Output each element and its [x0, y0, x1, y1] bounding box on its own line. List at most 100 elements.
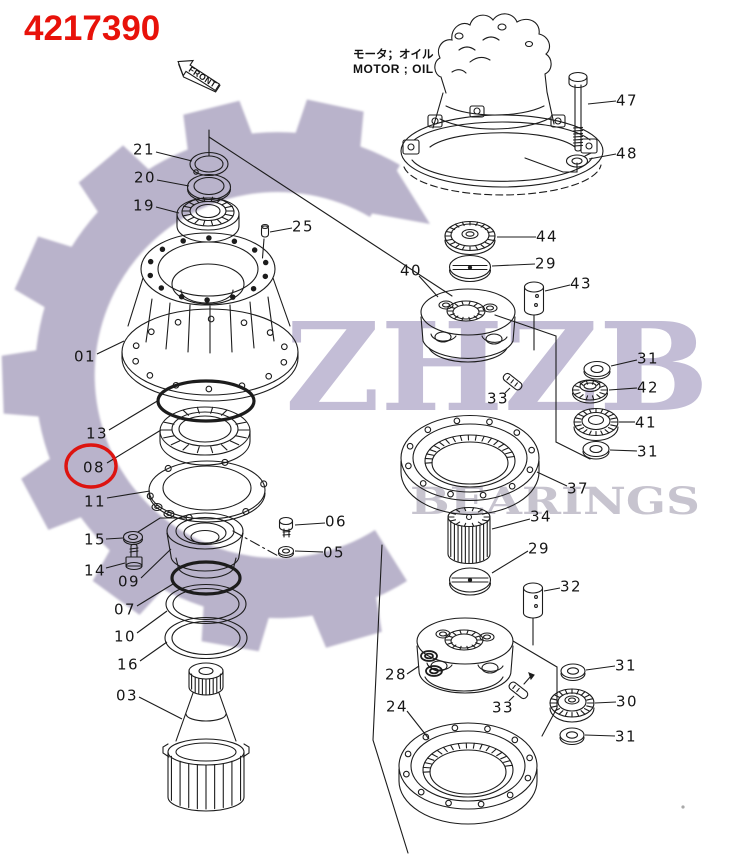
artifact-dot — [681, 805, 685, 809]
part-47-bolt — [568, 71, 588, 152]
highlight-circle-part-08 — [64, 443, 118, 489]
part-callout-29: 29 — [491, 540, 550, 574]
part-label-29: 29 — [535, 255, 557, 273]
part-label-05: 05 — [323, 544, 345, 562]
part-callout-29: 29 — [491, 255, 557, 273]
part-label-25: 25 — [292, 218, 314, 236]
part-callout-21: 21 — [133, 141, 193, 162]
part-callout-19: 19 — [133, 197, 180, 215]
part-label-40: 40 — [400, 262, 422, 280]
part-label-14: 14 — [84, 562, 106, 580]
part-label-48: 48 — [616, 145, 638, 163]
part-callout-42: 42 — [608, 379, 658, 397]
part-label-29: 29 — [528, 540, 550, 558]
pin-direction-arrow — [523, 672, 535, 685]
part-callout-44: 44 — [497, 228, 558, 246]
part-callout-48: 48 — [588, 145, 638, 163]
part-label-33: 33 — [492, 699, 514, 717]
part-callout-05: 05 — [294, 544, 345, 562]
part-label-24: 24 — [386, 698, 408, 716]
part-48-lock-washer — [565, 152, 592, 168]
part-callout-33: 33 — [492, 695, 515, 717]
part-label-30: 30 — [616, 693, 638, 711]
part-callout-13: 13 — [86, 399, 160, 443]
part-label-06: 06 — [325, 513, 347, 531]
part-label-41: 41 — [635, 414, 657, 432]
part-label-21: 21 — [133, 141, 155, 159]
part-29-thrust-plate-lower — [448, 567, 492, 596]
part-32-pin — [522, 582, 544, 646]
part-21-snap-ring — [189, 151, 229, 177]
motor-oil-label-jp: モータ；オイル — [353, 47, 434, 61]
part-label-31: 31 — [615, 657, 637, 675]
part-28-planet-carrier — [416, 617, 514, 694]
part-callout-31: 31 — [610, 350, 659, 368]
part-33-pin-lower — [508, 681, 529, 700]
assembly-guide-left — [372, 544, 409, 854]
part-callout-09: 09 — [118, 548, 172, 591]
front-arrow: FRONT — [177, 59, 221, 93]
part-11-flange-plate — [137, 460, 266, 533]
part-callout-07: 07 — [114, 583, 174, 619]
part-label-34: 34 — [530, 508, 552, 526]
watermark-gear-arrowhead — [364, 166, 430, 224]
part-07-o-ring — [170, 560, 242, 596]
part-callout-03: 03 — [116, 687, 183, 720]
part-motor-assembly — [400, 13, 604, 196]
part-callout-11: 11 — [84, 490, 151, 511]
part-09-seal-carrier — [166, 512, 244, 579]
part-callout-33: 33 — [487, 387, 511, 408]
part-callout-43: 43 — [544, 275, 591, 293]
part-callouts: 21 20 19 25 01 13 08 11 15 14 09 07 10 16 03 06 05 47 48 44… — [74, 92, 659, 746]
part-25-pin — [260, 223, 270, 259]
part-label-31: 31 — [637, 443, 659, 461]
part-callout-47: 47 — [587, 92, 638, 110]
assembly-diagonal-line — [208, 136, 453, 297]
part-callout-34: 34 — [491, 508, 552, 530]
part-callout-25: 25 — [269, 218, 314, 236]
part-label-32: 32 — [560, 578, 582, 596]
part-label-13: 13 — [86, 425, 108, 443]
watermark-gear-logo — [1, 99, 430, 652]
part-callout-10: 10 — [114, 610, 168, 646]
part-callout-40: 40 — [400, 262, 439, 298]
diagram-detail-decorations — [132, 196, 619, 810]
part-31-washer-a — [583, 360, 611, 380]
part-label-33: 33 — [487, 390, 509, 408]
part-label-16: 16 — [117, 656, 139, 674]
part-label-37: 37 — [567, 480, 589, 498]
part-callout-08: 08 — [83, 429, 162, 477]
part-label-08: 08 — [83, 459, 105, 477]
part-label-07: 07 — [114, 601, 136, 619]
part-29-thrust-plate-upper — [448, 254, 492, 283]
part-callout-28: 28 — [385, 666, 420, 684]
part-callout-20: 20 — [134, 169, 190, 187]
part-label-20: 20 — [134, 169, 156, 187]
part-callout-01: 01 — [74, 340, 125, 366]
part-callout-16: 16 — [117, 641, 168, 674]
part-callout-32: 32 — [543, 578, 582, 596]
part-label-31: 31 — [637, 350, 659, 368]
part-31-washer-c — [560, 663, 586, 682]
part-label-47: 47 — [616, 92, 638, 110]
part-label-09: 09 — [118, 573, 140, 591]
bolt-mount-dash-line — [232, 530, 281, 558]
part-05-washer — [277, 545, 295, 559]
part-16-ring — [164, 616, 248, 660]
part-label-44: 44 — [536, 228, 558, 246]
part-callout-24: 24 — [386, 698, 430, 740]
part-callout-06: 06 — [294, 513, 347, 531]
part-31-washer-d — [559, 727, 585, 746]
part-number-title: 4217390 — [24, 9, 160, 48]
watermark-gear-band — [34, 132, 407, 619]
part-label-10: 10 — [114, 628, 136, 646]
part-33-pin-upper — [502, 372, 523, 391]
motor-oil-label-en: MOTOR ; OIL — [353, 62, 434, 76]
part-06-bolt — [278, 516, 294, 538]
part-callout-30: 30 — [594, 693, 638, 711]
part-label-15: 15 — [84, 531, 106, 549]
part-40-planet-carrier — [420, 288, 516, 363]
part-10-ring — [165, 583, 247, 625]
